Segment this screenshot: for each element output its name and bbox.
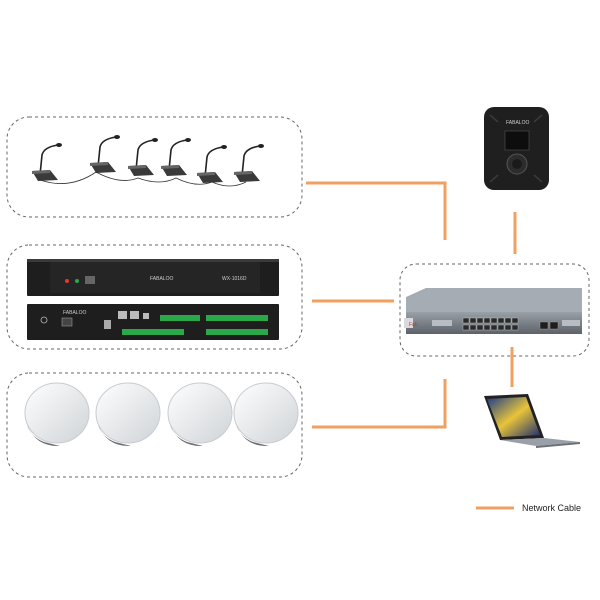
conference-microphones <box>32 135 264 187</box>
processor-brand-text: FABALOO <box>150 276 173 282</box>
audio-processor-front: FABALOO WX-1016D <box>27 259 279 296</box>
cable-mics-to-switch <box>306 181 447 240</box>
processor-group-box <box>6 244 303 350</box>
microphone <box>234 144 264 182</box>
switch-group-box <box>399 263 590 357</box>
microphone <box>128 138 158 176</box>
wall-control-panel: FABALOO <box>484 107 549 190</box>
mic-group-box <box>6 116 303 218</box>
microphone <box>197 145 227 183</box>
speaker-group-box <box>6 372 303 478</box>
microphone <box>90 135 120 173</box>
processor-rear-brand-text: FABALOO <box>63 310 86 316</box>
laptop <box>484 394 580 448</box>
switch-brand-text: Fab <box>409 322 418 328</box>
panel-brand-text: FABALOO <box>506 120 529 126</box>
ceiling-speakers <box>24 382 299 447</box>
legend: Network Cable <box>476 503 581 513</box>
ceiling-speaker <box>167 382 233 447</box>
network-cables <box>306 181 517 429</box>
processor-model-text: WX-1016D <box>222 276 247 282</box>
ceiling-speaker <box>95 382 161 447</box>
ceiling-speaker <box>24 382 90 447</box>
audio-processor-rear: FABALOO <box>27 304 279 340</box>
legend-label: Network Cable <box>522 503 581 513</box>
microphone <box>32 143 62 181</box>
microphone <box>161 138 191 176</box>
cable-speakers-to-switch <box>312 379 447 429</box>
ceiling-speaker <box>233 382 299 447</box>
network-switch: Fab <box>404 288 582 334</box>
